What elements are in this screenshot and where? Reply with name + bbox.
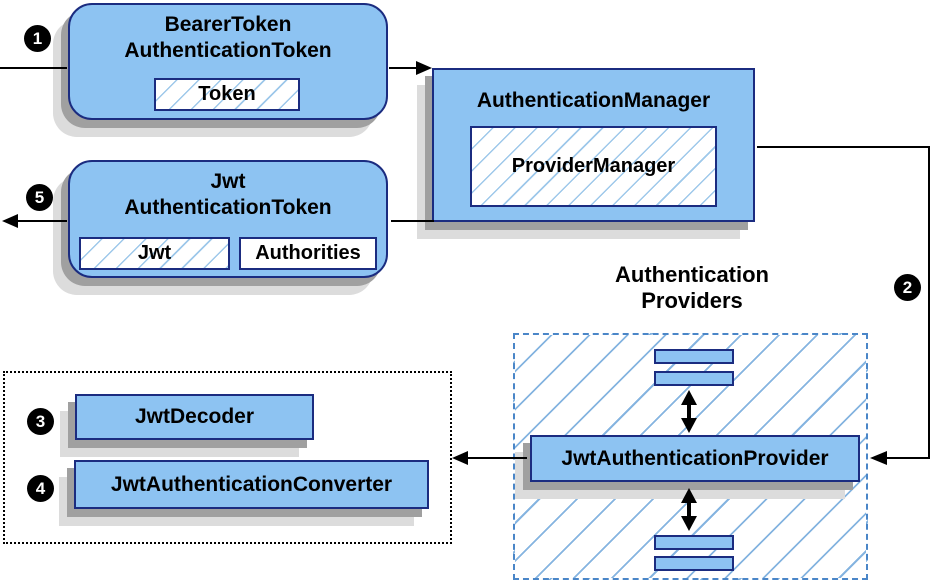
jwt-decoder-node: JwtDecoder [75, 394, 314, 440]
bearer-token-authentication-token-node: BearerToken AuthenticationToken Token [68, 3, 388, 120]
step-3-badge: 3 [27, 408, 54, 435]
provider-manager-implementation: ProviderManager [470, 126, 717, 207]
provider-placeholder-bar [654, 556, 734, 571]
step-1-badge: 1 [24, 25, 51, 52]
provider-placeholder-bar [654, 371, 734, 386]
provider-to-collaborators-arrowhead [452, 451, 468, 465]
provider-placeholder-bar [654, 349, 734, 364]
authentication-manager-node: AuthenticationManager ProviderManager [432, 68, 755, 222]
authorities-field: Authorities [239, 237, 377, 270]
step-4-badge: 4 [27, 475, 54, 502]
token-field: Token [154, 78, 300, 111]
authentication-manager-title: AuthenticationManager [476, 89, 711, 112]
token-to-manager-arrowhead [416, 61, 432, 75]
provider-placeholder-bar [654, 535, 734, 550]
jwt-authentication-provider-node: JwtAuthenticationProvider [530, 435, 860, 482]
bearer-token-title: BearerToken AuthenticationToken [124, 13, 332, 63]
jwt-authentication-token-node: Jwt AuthenticationToken Jwt Authorities [68, 160, 388, 278]
manager-to-provider-arrowhead [870, 451, 887, 465]
outgoing-result-arrowhead [2, 214, 18, 228]
jwt-authentication-converter-node: JwtAuthenticationConverter [74, 460, 429, 509]
jwt-field: Jwt [79, 237, 230, 270]
step-2-badge: 2 [894, 274, 921, 301]
authentication-providers-label: Authentication Providers [615, 262, 769, 313]
step-5-badge: 5 [26, 184, 53, 211]
jwt-token-title: Jwt AuthenticationToken [124, 170, 332, 220]
jwt-provider-collaborators-group: JwtDecoder JwtAuthenticationConverter [3, 371, 452, 544]
authentication-providers-group: JwtAuthenticationProvider [513, 333, 868, 580]
